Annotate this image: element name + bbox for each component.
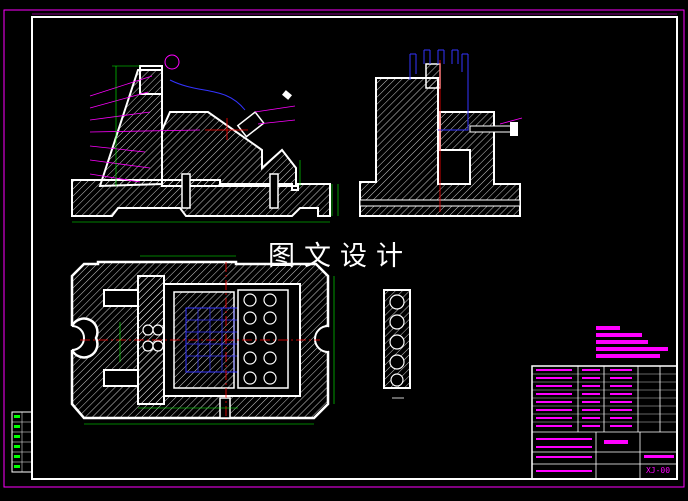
front-view-workpiece: [236, 111, 265, 138]
front-view-small-part: [282, 90, 292, 100]
detail-view-holes: [389, 294, 405, 387]
side-view-screw: [469, 125, 515, 133]
drawing-code: XJ-00: [645, 466, 671, 475]
side-view-comb-outline: [409, 49, 469, 74]
front-view-upright: [98, 69, 163, 188]
front-view: [71, 54, 339, 223]
top-view-holes: [142, 293, 277, 385]
revision-table: [11, 411, 33, 473]
side-view-leader: [499, 117, 523, 125]
inner-frame: [31, 16, 678, 480]
outer-border: [3, 9, 685, 488]
watermark-text: 图文设计: [268, 241, 412, 272]
technical-notes: [596, 326, 668, 358]
detail-view: [383, 289, 411, 399]
top-view-dimensions: [84, 255, 335, 425]
side-view-jaw: [425, 63, 441, 89]
title-block-grid: [532, 366, 677, 479]
top-view-slot-lower: [103, 369, 139, 387]
top-view-slot-right: [314, 325, 329, 353]
front-view-dimensions: [72, 65, 339, 223]
title-block-bom-rows: [532, 373, 677, 423]
side-view: [359, 49, 523, 217]
front-view-aux-circle: [164, 54, 180, 70]
top-view-slot-upper: [103, 289, 139, 307]
front-view-phantom-curve: [169, 79, 246, 111]
front-view-vblock: [161, 111, 297, 187]
front-view-bolt-left: [181, 173, 191, 209]
title-block-text-marks: [536, 369, 674, 472]
front-view-leaders: [89, 75, 296, 183]
front-view-bolt-right: [269, 173, 279, 209]
side-view-phantom-body: [409, 72, 469, 131]
top-view: [70, 255, 335, 425]
top-view-slot-left: [71, 325, 85, 351]
title-block: [531, 365, 678, 480]
side-view-screw-head: [510, 122, 518, 136]
